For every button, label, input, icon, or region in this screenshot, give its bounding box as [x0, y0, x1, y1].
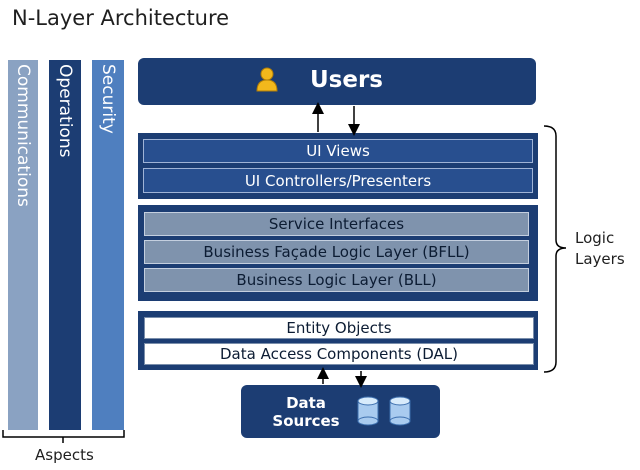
logic-layers-label-line1: Logic — [575, 229, 615, 247]
bll-row: Business Logic Layer (BLL) — [144, 268, 529, 292]
aspect-communications: Communications — [8, 60, 38, 430]
bfll-row: Business Façade Logic Layer (BFLL) — [144, 240, 529, 264]
ui-views-row: UI Views — [143, 139, 533, 163]
aspect-operations-label: Operations — [55, 64, 75, 158]
users-label: Users — [310, 67, 383, 93]
entity-objects-row: Entity Objects — [144, 317, 534, 339]
aspect-communications-label: Communications — [13, 64, 33, 207]
logic-layers-label-line2: Layers — [575, 250, 625, 268]
dal-row: Data Access Components (DAL) — [144, 343, 534, 365]
users-box — [138, 58, 536, 105]
data-sources-label-line1: Data — [286, 394, 326, 412]
aspect-security-label: Security — [98, 64, 118, 134]
data-sources-label: Data Sources — [270, 394, 342, 430]
ui-controllers-row: UI Controllers/Presenters — [143, 168, 533, 193]
service-interfaces-row: Service Interfaces — [144, 212, 529, 236]
aspects-label: Aspects — [35, 446, 94, 464]
logic-layers-brace — [543, 125, 567, 373]
logic-layers-label: Logic Layers — [575, 228, 635, 270]
aspect-operations: Operations — [49, 60, 81, 430]
data-sources-label-line2: Sources — [272, 412, 340, 430]
aspects-bracket — [2, 430, 125, 443]
aspect-security: Security — [92, 60, 124, 430]
diagram-title: N-Layer Architecture — [12, 6, 230, 30]
